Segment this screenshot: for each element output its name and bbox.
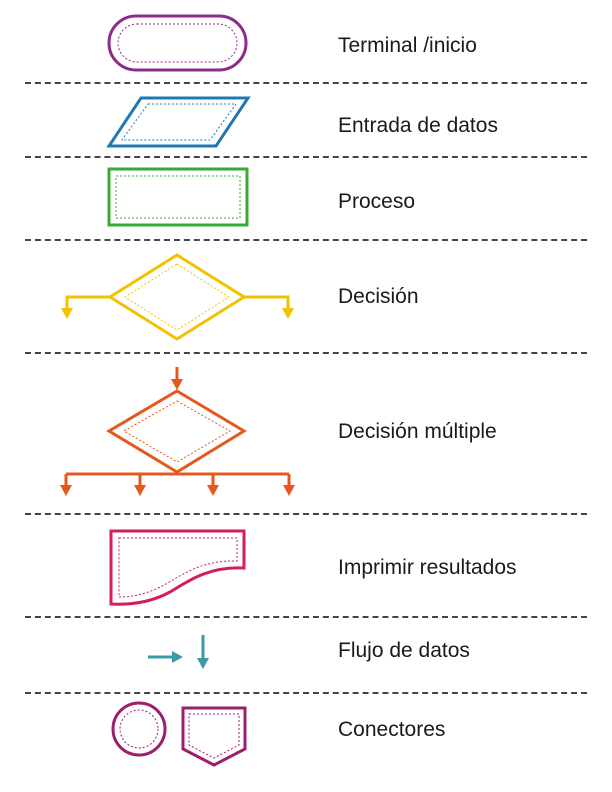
print-label: Imprimir resultados [338, 556, 517, 579]
row-divider [25, 156, 587, 158]
row-divider [25, 692, 587, 694]
connectors-icon [111, 701, 247, 767]
flow-arrows-icon [148, 635, 209, 669]
multiple-decision-icon [60, 367, 295, 496]
process-rectangle-icon [107, 167, 249, 227]
connectors-label: Conectores [338, 718, 446, 741]
row-divider [25, 82, 587, 84]
input-parallelogram-icon [106, 96, 251, 148]
terminal-icon [107, 14, 248, 72]
row-divider [25, 513, 587, 515]
multiple-decision-label: Decisión múltiple [338, 420, 497, 443]
row-divider [25, 239, 587, 241]
document-icon [109, 529, 246, 606]
flow-label: Flujo de datos [338, 639, 470, 662]
process-label: Proceso [338, 190, 416, 213]
decision-diamond-icon [61, 253, 294, 341]
decision-label: Decisión [338, 285, 419, 308]
row-divider [25, 616, 587, 618]
row-divider [25, 352, 587, 354]
terminal-label: Terminal /inicio [338, 34, 477, 57]
input-label: Entrada de datos [338, 114, 498, 137]
